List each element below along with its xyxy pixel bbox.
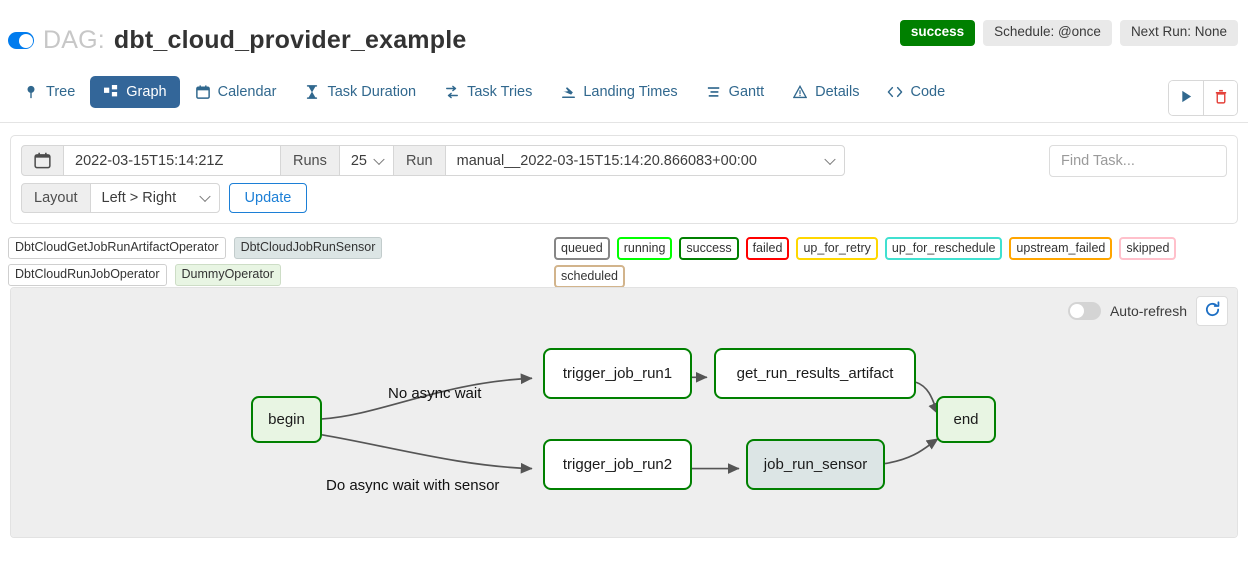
refresh-button[interactable] bbox=[1196, 296, 1228, 326]
auto-refresh-label: Auto-refresh bbox=[1109, 303, 1187, 319]
auto-refresh-toggle[interactable] bbox=[1067, 302, 1101, 320]
run-label: Run bbox=[393, 145, 446, 176]
tab-gantt[interactable]: Gantt bbox=[693, 76, 777, 108]
num-runs-select[interactable]: 25 bbox=[338, 145, 394, 176]
task-node-label: begin bbox=[268, 411, 305, 428]
dag-status-badges: success Schedule: @once Next Run: None bbox=[899, 20, 1238, 46]
operator-legend: DbtCloudGetJobRunArtifactOperator DbtClo… bbox=[8, 237, 538, 286]
tab-tree[interactable]: Tree bbox=[10, 76, 88, 108]
dag-header: DAG: dbt_cloud_provider_example success … bbox=[0, 0, 1248, 70]
dag-pause-toggle[interactable] bbox=[8, 32, 34, 49]
tab-task-tries[interactable]: Task Tries bbox=[431, 76, 545, 108]
dag-label: DAG: bbox=[43, 26, 105, 54]
tab-details[interactable]: Details bbox=[779, 76, 872, 108]
find-task-input[interactable]: Find Task... bbox=[1049, 145, 1227, 177]
update-button[interactable]: Update bbox=[228, 183, 308, 213]
operator-chip: DbtCloudRunJobOperator bbox=[8, 263, 167, 286]
tab-landing-times[interactable]: Landing Times bbox=[547, 76, 690, 108]
task-node-label: trigger_job_run1 bbox=[562, 365, 673, 382]
graph-toolbar: Auto-refresh bbox=[1067, 296, 1228, 326]
task-node-label: end bbox=[953, 411, 979, 428]
task-node-job_run_sensor[interactable]: job_run_sensor bbox=[746, 439, 885, 490]
next-run-badge: Next Run: None bbox=[1119, 20, 1238, 46]
graph-edges bbox=[321, 371, 939, 474]
dag-filter-bar: 2022-03-15T15:14:21Z Runs 25 Run manual_… bbox=[10, 135, 1238, 224]
dag-run-select[interactable]: manual__2022-03-15T15:14:20.866083+00:00 bbox=[444, 145, 845, 176]
tab-task-duration-label: Task Duration bbox=[327, 84, 417, 100]
play-icon bbox=[1180, 90, 1193, 106]
task-node-begin[interactable]: begin bbox=[251, 396, 322, 443]
edge-begin-to-trigger2 bbox=[321, 433, 533, 474]
calendar-icon bbox=[195, 84, 211, 100]
edge-begin-to-trigger1 bbox=[321, 373, 533, 420]
task-node-trigger_job_run2[interactable]: trigger_job_run2 bbox=[543, 439, 692, 490]
edge-label-do-async-wait: Do async wait with sensor bbox=[326, 477, 500, 494]
state-chip-up-for-retry: up_for_retry bbox=[796, 237, 878, 261]
filter-row-secondary: Layout Left > Right Update bbox=[21, 183, 1227, 213]
graph-icon bbox=[103, 84, 119, 100]
details-icon bbox=[792, 84, 808, 100]
status-badge: success bbox=[899, 20, 976, 46]
operator-chip: DbtCloudGetJobRunArtifactOperator bbox=[8, 237, 226, 259]
layout-select[interactable]: Left > Right bbox=[89, 183, 220, 213]
task-node-end[interactable]: end bbox=[936, 396, 996, 443]
state-chip-failed: failed bbox=[745, 237, 790, 261]
refresh-icon bbox=[1204, 301, 1221, 321]
filter-row-primary: 2022-03-15T15:14:21Z Runs 25 Run manual_… bbox=[21, 145, 1227, 176]
gantt-icon bbox=[706, 84, 722, 100]
dag-action-buttons bbox=[1168, 80, 1238, 116]
task-node-label: get_run_results_artifact bbox=[736, 365, 894, 382]
tab-code-label: Code bbox=[910, 84, 946, 100]
trigger-dag-button[interactable] bbox=[1169, 81, 1203, 115]
dag-name: dbt_cloud_provider_example bbox=[113, 26, 467, 54]
trash-icon bbox=[1214, 89, 1228, 107]
delete-dag-button[interactable] bbox=[1203, 81, 1237, 115]
graph-canvas[interactable]: begin trigger_job_run1 get_run_results_a… bbox=[11, 288, 1237, 537]
state-chip-skipped: skipped bbox=[1119, 237, 1177, 261]
tab-graph-label: Graph bbox=[126, 84, 167, 100]
graph-panel: Auto-refresh bbox=[10, 287, 1238, 538]
tab-landing-times-label: Landing Times bbox=[583, 84, 678, 100]
edge-sensor-to-end bbox=[884, 438, 939, 465]
state-chip-queued: queued bbox=[554, 237, 610, 261]
tab-task-tries-label: Task Tries bbox=[467, 84, 533, 100]
schedule-badge: Schedule: @once bbox=[983, 20, 1112, 46]
dag-view-tabs: Tree Graph Calendar bbox=[10, 76, 958, 108]
tab-tree-label: Tree bbox=[46, 84, 76, 100]
tab-details-label: Details bbox=[815, 84, 860, 100]
tree-icon bbox=[23, 84, 39, 100]
tab-gantt-label: Gantt bbox=[728, 84, 765, 100]
operator-chip: DummyOperator bbox=[174, 263, 281, 286]
graph-legend: DbtCloudGetJobRunArtifactOperator DbtClo… bbox=[6, 237, 1242, 322]
edge-artifact-to-end bbox=[915, 381, 939, 415]
edge-label-no-async-wait: No async wait bbox=[388, 385, 482, 402]
tab-calendar[interactable]: Calendar bbox=[182, 76, 290, 108]
dag-nav-bar: Tree Graph Calendar bbox=[0, 70, 1248, 123]
task-node-label: job_run_sensor bbox=[763, 456, 868, 473]
base-date-input[interactable]: 2022-03-15T15:14:21Z bbox=[63, 145, 281, 176]
task-node-get_run_results_artifact[interactable]: get_run_results_artifact bbox=[714, 348, 916, 399]
state-chip-running: running bbox=[616, 237, 673, 261]
state-chip-up-for-reschedule: up_for_reschedule bbox=[884, 237, 1003, 261]
layout-label: Layout bbox=[21, 183, 91, 213]
state-chip-success: success bbox=[679, 237, 739, 261]
task-node-label: trigger_job_run2 bbox=[562, 456, 673, 473]
state-chip-scheduled: scheduled bbox=[554, 265, 625, 289]
code-icon bbox=[887, 84, 903, 100]
dag-title: DAG: dbt_cloud_provider_example bbox=[8, 26, 466, 55]
tab-task-duration[interactable]: Task Duration bbox=[291, 76, 429, 108]
operator-chip: DbtCloudJobRunSensor bbox=[233, 237, 383, 259]
task-node-trigger_job_run1[interactable]: trigger_job_run1 bbox=[543, 348, 692, 399]
hourglass-icon bbox=[304, 84, 320, 100]
landing-icon bbox=[560, 84, 576, 100]
layout-group: Layout Left > Right bbox=[21, 183, 220, 213]
retry-icon bbox=[444, 84, 460, 100]
base-date-group: 2022-03-15T15:14:21Z Runs 25 Run manual_… bbox=[21, 145, 845, 176]
runs-label: Runs bbox=[280, 145, 340, 176]
tab-graph[interactable]: Graph bbox=[90, 76, 180, 108]
calendar-icon[interactable] bbox=[21, 145, 64, 176]
tab-calendar-label: Calendar bbox=[217, 84, 277, 100]
state-chip-upstream-failed: upstream_failed bbox=[1009, 237, 1113, 261]
tab-code[interactable]: Code bbox=[874, 76, 958, 108]
